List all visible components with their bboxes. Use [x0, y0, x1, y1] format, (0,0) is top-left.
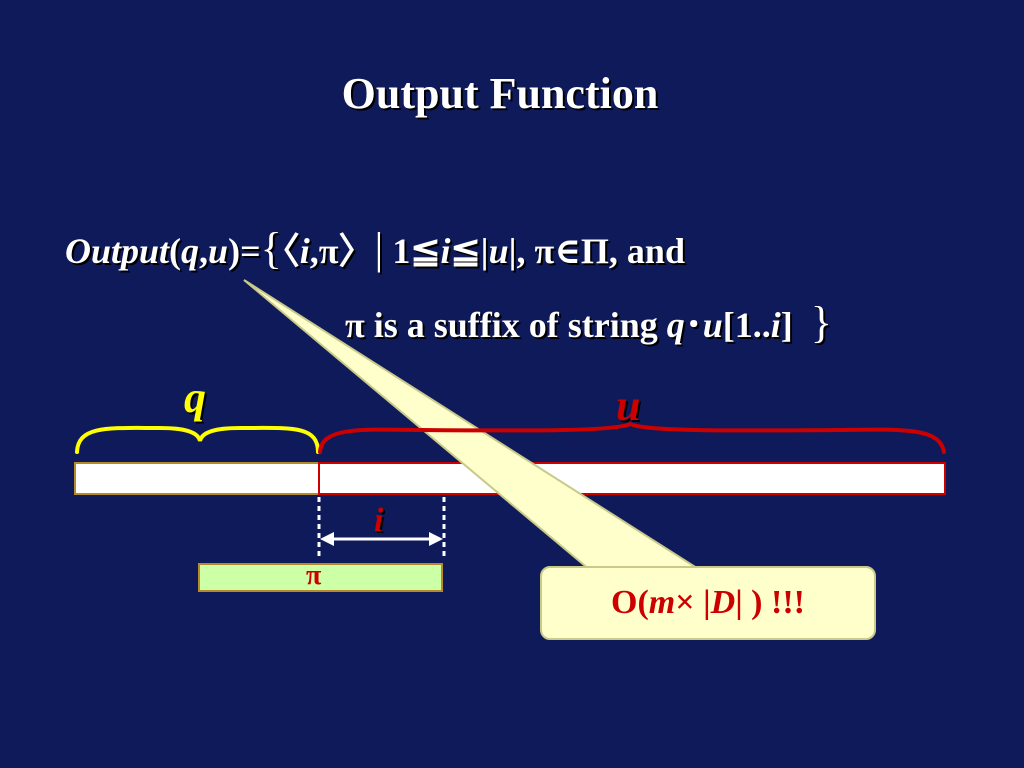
cond-start: 1≦: [383, 231, 441, 271]
var-q: q: [181, 231, 200, 271]
q-brace: [75, 425, 320, 454]
suffix-text: π is a suffix of string: [345, 305, 667, 345]
u-brace: [318, 421, 946, 454]
i-arrow-right-head: [429, 532, 443, 546]
pair-var-i: i: [299, 231, 310, 271]
cond-mid: ≦|: [450, 231, 489, 271]
line2-var-u: u: [702, 305, 723, 345]
label-i: i: [374, 502, 384, 539]
cond-var-i: i: [440, 231, 451, 271]
label-q: q: [184, 373, 206, 422]
label-u: u: [616, 381, 641, 430]
pi-bar: [198, 563, 443, 592]
label-pi: π: [306, 560, 322, 591]
set-bar: |: [374, 224, 384, 273]
paren-close-equals: )=: [228, 231, 261, 271]
output-func-name: Output: [65, 231, 170, 271]
callout-var-m: m: [648, 584, 676, 621]
callout-var-d: D: [710, 584, 736, 621]
set-brace-open: {: [260, 224, 282, 273]
concat-dot: ･: [684, 305, 703, 345]
line2-var-i: i: [770, 305, 781, 345]
angle-open: 〈: [281, 231, 300, 271]
var-u: u: [208, 231, 229, 271]
callout-times: × |: [675, 584, 711, 621]
range-close: ]: [780, 305, 793, 345]
paren-open: (: [169, 231, 182, 271]
formula-line-2: π is a suffix of string q･u[1..i] }: [345, 296, 832, 348]
i-arrow-left-head: [320, 532, 334, 546]
string-q-bar: [74, 462, 320, 495]
line2-var-q: q: [666, 305, 685, 345]
formula-line-1: Output(q,u)={〈i,π〉| 1≦i≦|u|, π∈Π, and: [65, 222, 685, 274]
complexity-callout: O( m × |D| ) !!!: [540, 566, 876, 640]
callout-suffix: | ) !!!: [735, 584, 805, 621]
range-open: [1..: [722, 305, 771, 345]
cond-end: |, π∈Π, and: [508, 231, 685, 271]
callout-prefix: O(: [611, 584, 649, 621]
set-brace-close: }: [810, 298, 832, 347]
slide-title: Output Function: [341, 69, 659, 118]
cond-var-u: u: [488, 231, 509, 271]
comma: ,: [199, 231, 209, 271]
string-u-bar: [318, 462, 946, 495]
angle-close: 〉: [338, 231, 375, 271]
pair-rest: ,π: [309, 231, 339, 271]
